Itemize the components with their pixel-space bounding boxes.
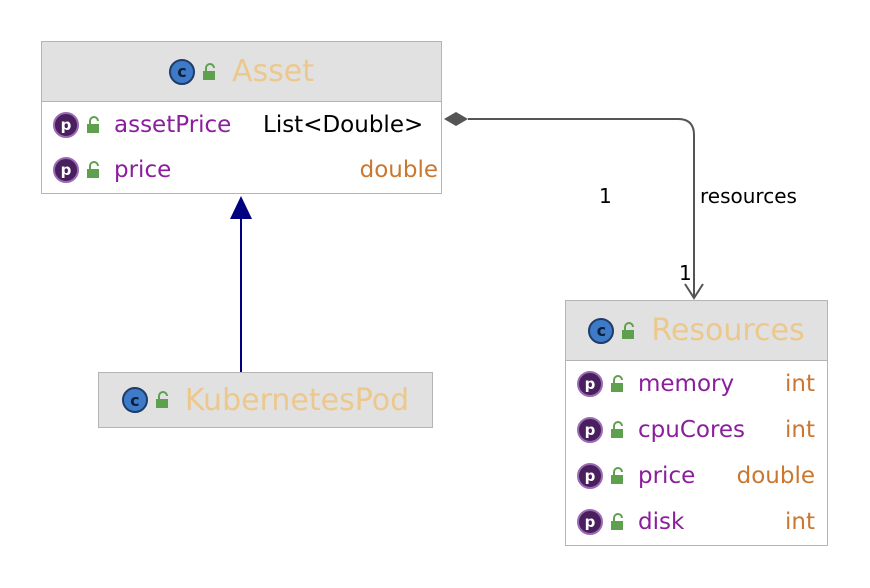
public-lock-icon	[622, 321, 635, 339]
field-type: int	[785, 509, 815, 535]
public-lock-icon	[155, 391, 168, 408]
class-icon: c	[588, 317, 615, 344]
field-type: int	[785, 371, 815, 397]
public-lock-icon	[611, 421, 623, 438]
composition-diamond	[444, 112, 468, 126]
class-asset-header: c Asset	[42, 42, 441, 102]
class-asset[interactable]: c Asset p assetPrice List<Double> p pric…	[41, 41, 442, 194]
field-type: double	[736, 463, 815, 489]
property-icon: p	[577, 371, 603, 397]
property-icon: p	[53, 157, 79, 183]
property-icon: p	[577, 463, 603, 489]
class-icon: c	[168, 58, 195, 85]
inheritance-arrowhead	[230, 196, 252, 219]
class-resources-header: c Resources	[566, 301, 827, 361]
field-name: disk	[638, 509, 685, 535]
class-name: KubernetesPod	[184, 382, 410, 418]
field-type: int	[785, 417, 815, 443]
public-lock-icon	[611, 375, 623, 392]
role-label: resources	[700, 184, 797, 208]
field-name: memory	[638, 371, 735, 397]
composition-arrowhead	[684, 283, 704, 300]
public-lock-icon	[202, 62, 215, 80]
property-icon: p	[577, 509, 603, 535]
field-name: cpuCores	[638, 417, 746, 443]
class-kubernetes-pod[interactable]: c KubernetesPod	[98, 372, 433, 428]
field-row[interactable]: p cpuCores int	[577, 412, 815, 448]
class-name: Resources	[651, 313, 805, 348]
class-kubernetes-pod-header: c KubernetesPod	[99, 373, 432, 427]
class-icon: c	[121, 387, 148, 413]
field-name: price	[114, 157, 172, 183]
source-multiplicity-label: 1	[599, 184, 612, 208]
class-resources[interactable]: c Resources p memory int p cpuCores int …	[565, 300, 828, 546]
public-lock-icon	[611, 467, 623, 484]
class-name: Asset	[231, 54, 314, 89]
property-icon: p	[577, 417, 603, 443]
field-row[interactable]: p price double	[577, 458, 815, 494]
field-row[interactable]: p assetPrice List<Double>	[53, 107, 438, 143]
field-name: price	[638, 463, 696, 489]
field-row[interactable]: p price double	[53, 152, 438, 188]
field-row[interactable]: p disk int	[577, 504, 815, 540]
target-multiplicity-label: 1	[679, 261, 692, 285]
field-type: List<Double>	[263, 112, 424, 138]
public-lock-icon	[611, 513, 623, 530]
composition-line	[468, 118, 695, 297]
public-lock-icon	[87, 116, 99, 133]
field-row[interactable]: p memory int	[577, 366, 815, 402]
public-lock-icon	[87, 161, 99, 178]
field-type: double	[359, 157, 438, 183]
field-name: assetPrice	[114, 112, 232, 138]
property-icon: p	[53, 112, 79, 138]
